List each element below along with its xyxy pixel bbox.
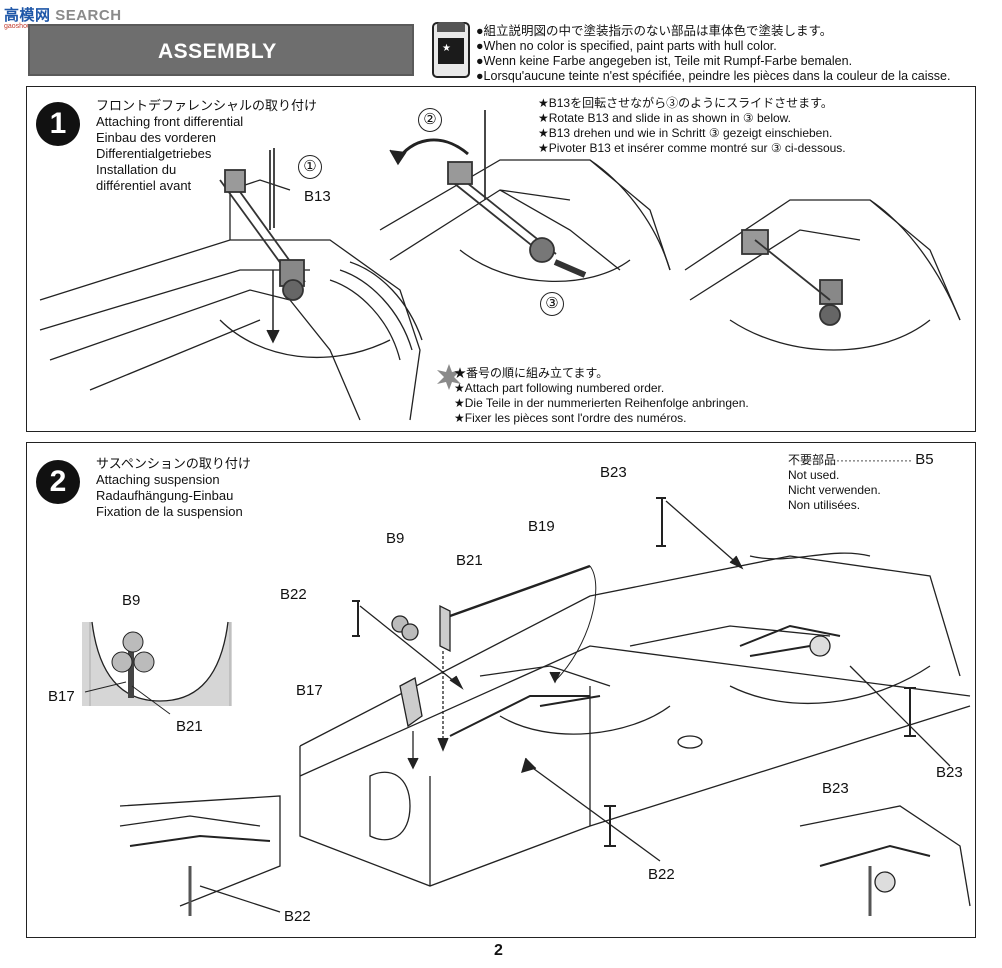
watermark-brand-mid: 模网 bbox=[19, 7, 51, 24]
part-label-b21: B21 bbox=[456, 552, 483, 569]
paint-note-en: ●When no color is specified, paint parts… bbox=[476, 39, 777, 53]
not-used-part: B5 bbox=[915, 451, 934, 468]
paint-can-icon: ★ bbox=[432, 22, 470, 78]
step2-title: サスペンションの取り付け Attaching suspension Radauf… bbox=[96, 456, 251, 519]
page-number: 2 bbox=[494, 942, 503, 959]
part-label-b22-top: B22 bbox=[280, 586, 307, 603]
watermark-sub: gaoshou.com bbox=[4, 23, 47, 30]
rotate-note: ★B13を回転させながら③のようにスライドさせます。 ★Rotate B13 a… bbox=[538, 96, 846, 155]
paint-note-jp: ●組立説明図の中で塗装指示のない部品は車体色で塗装します。 bbox=[476, 24, 833, 38]
paint-note-de: ●Wenn keine Farbe angegeben ist, Teile m… bbox=[476, 54, 853, 68]
callout-2: ② bbox=[418, 108, 442, 132]
not-used-note: 不要部品··················· B5 Not used. Nic… bbox=[788, 451, 934, 512]
watermark-brand: 高 bbox=[4, 7, 20, 24]
step1-illustration bbox=[39, 110, 961, 421]
step2-number: 2 bbox=[36, 460, 80, 504]
callout-1: ① bbox=[298, 155, 322, 179]
part-label-b19: B19 bbox=[528, 518, 555, 535]
part-label-b17: B17 bbox=[296, 682, 323, 699]
paint-notes: ●組立説明図の中で塗装指示のない部品は車体色で塗装します。 ●When no c… bbox=[476, 24, 950, 84]
detail-label-b9: B9 bbox=[122, 592, 141, 609]
site-watermark: 高模网 SEARCH gaoshou.com bbox=[4, 4, 122, 30]
part-label-b23-top: B23 bbox=[600, 464, 627, 481]
watermark-search: SEARCH bbox=[55, 7, 122, 24]
step2-illustration bbox=[82, 497, 971, 916]
assembly-title: ASSEMBLY bbox=[158, 40, 277, 63]
starburst-icon bbox=[437, 364, 461, 390]
part-label-b9: B9 bbox=[386, 530, 405, 547]
part-label-b22-bottom: B22 bbox=[648, 866, 675, 883]
callout-3: ③ bbox=[540, 292, 564, 316]
part-label-b23-right: B23 bbox=[936, 764, 963, 781]
step1-number: 1 bbox=[36, 102, 80, 146]
part-label-b13: B13 bbox=[304, 188, 331, 205]
step1-panel bbox=[26, 86, 976, 432]
assembly-banner bbox=[28, 24, 414, 76]
detail-label-b21: B21 bbox=[176, 718, 203, 735]
part-label-b22-inset: B22 bbox=[284, 908, 311, 925]
order-note: ★番号の順に組み立てます。 ★Attach part following num… bbox=[454, 366, 749, 425]
part-label-b23-inset: B23 bbox=[822, 780, 849, 797]
step1-title: フロントデファレンシャルの取り付け Attaching front differ… bbox=[96, 98, 318, 193]
detail-label-b17: B17 bbox=[48, 688, 75, 705]
paint-note-fr: ●Lorsqu'aucune teinte n'est spécifiée, p… bbox=[476, 69, 951, 83]
